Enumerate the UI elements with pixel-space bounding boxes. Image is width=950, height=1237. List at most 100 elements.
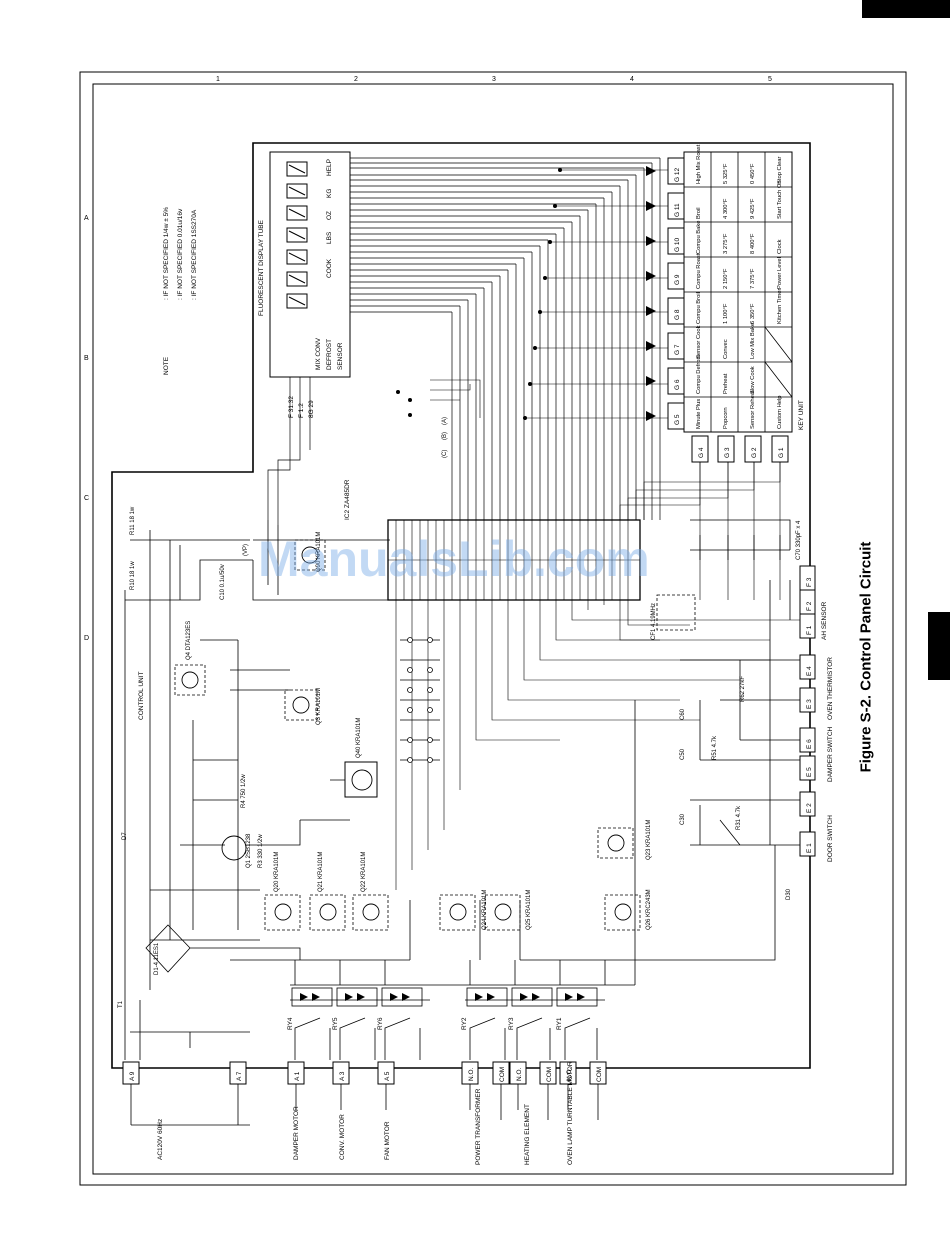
power-section — [124, 520, 440, 1060]
key-sensor-reheat: Sensor Reheat — [750, 390, 756, 429]
g1-label: G 1 — [778, 447, 785, 458]
bottom-connector-labels: A 9 A 7 A 1 A 3 A 5 N.O. COM N.O. COM N.… — [129, 1067, 603, 1082]
display-bus — [267, 157, 661, 525]
key-stop-clear: Stop Clear — [777, 157, 783, 184]
r62-label: R62 27kF — [740, 676, 746, 702]
conn-f2: F 2 — [806, 601, 813, 611]
control-unit-text: CONTROL UNIT — [138, 671, 145, 720]
c70-label: C70 330pF x 4 — [796, 520, 802, 560]
conn-a1: A 1 — [294, 1071, 301, 1081]
key-4: 4 300°F — [723, 198, 729, 219]
key-slow-cook: Slow Cook — [750, 366, 756, 394]
display-word-sensor: SENSOR — [337, 342, 344, 370]
key-unit-text: KEY UNIT — [798, 400, 805, 430]
display-pin-1: F 31.32 — [288, 396, 295, 418]
transistor-symbols — [181, 546, 632, 921]
key-popcorn: Popcorn — [723, 407, 729, 429]
ic2-text: IC2 ZA485DR — [344, 479, 351, 520]
conn-com-1: COM — [499, 1067, 506, 1082]
g11-label: G 11 — [674, 203, 681, 217]
g3-label: G 3 — [724, 447, 731, 458]
g10-label: G 10 — [674, 238, 681, 252]
conn-f3: F 3 — [806, 577, 813, 587]
r10-label: R10 18 1w — [130, 561, 136, 590]
b-label: (B) — [442, 432, 448, 440]
display-word-oz: OZ — [326, 211, 333, 220]
coord-x-4: 4 — [630, 76, 634, 83]
coord-y-d: D — [84, 635, 89, 642]
key-power-level: Power Level — [777, 257, 783, 289]
input-switches — [407, 637, 433, 763]
key-7: 7 375°F — [750, 268, 756, 289]
right-side-wiring — [520, 519, 811, 961]
coord-y-c: C — [84, 495, 89, 502]
load-conv-motor: CONV. MOTOR — [339, 1114, 346, 1160]
r3-label: R3 330 1/2w — [258, 834, 264, 868]
display-segments — [286, 161, 308, 309]
display-tube-text: FLUORESCENT DISPLAY TUBE — [258, 219, 265, 316]
g-terminal-labels: G 5 G 6 G 7 G 8 G 9 G 10 G 11 G 12 G 4 G… — [674, 168, 785, 458]
relay-ry4: RY4 — [287, 1017, 294, 1030]
q21-label: Q21 KRA101M — [318, 852, 324, 892]
coord-y-a: A — [84, 215, 89, 222]
conn-com-2: COM — [546, 1067, 553, 1082]
g8-label: G 8 — [674, 309, 681, 320]
g5-label: G 5 — [674, 414, 681, 425]
load-damper-motor: DAMPER MOTOR — [293, 1106, 300, 1160]
r51-label: R51 4.7k — [712, 735, 718, 760]
conn-e5: E 5 — [806, 767, 813, 777]
display-pin-2: F 1.2 — [298, 403, 305, 418]
key-6: 6 350°F — [750, 303, 756, 324]
key-0: 0 450°F — [750, 163, 756, 184]
key-clock: Clock — [777, 239, 783, 254]
right-terminals — [799, 565, 816, 857]
conn-a3: A 3 — [339, 1071, 346, 1081]
relay-ry3: RY3 — [508, 1017, 515, 1030]
g4-label: G 4 — [698, 447, 705, 458]
q22-label: Q22 KRA101M — [361, 852, 367, 892]
t1-label: T1 — [118, 1000, 124, 1008]
key-high-mix-roast: High Mix Roast — [696, 144, 702, 184]
display-word-defrost: DEFROST — [326, 339, 333, 370]
matrix-dots — [396, 168, 562, 420]
key-return-bus — [699, 462, 781, 600]
q40-label: Q40 KRA101M — [356, 718, 362, 758]
coordinate-labels: 1 2 3 4 5 A B C D — [84, 76, 772, 642]
key-grid-lines — [684, 152, 793, 432]
key-compu-broil: Compu Broil — [696, 292, 702, 324]
key-broil: Broil — [696, 207, 702, 219]
q23-label: Q23 KRA101M — [646, 820, 652, 860]
component-labels: R10 18 1w R11 18 1w C10 0.1u/50v R4 750 … — [118, 417, 802, 1008]
key-preheat: Preheat — [723, 373, 729, 394]
conn-com-3: COM — [596, 1067, 603, 1082]
key-kitchen-timer: Kitchen Timer — [777, 288, 783, 324]
display-word-help: HELP — [326, 159, 333, 176]
q40-box — [344, 761, 378, 798]
relay-ry5: RY5 — [332, 1017, 339, 1030]
key-8: 8 400°F — [750, 233, 756, 254]
label-door-switch: DOOR SWITCH — [827, 815, 834, 862]
g12-label: G 12 — [674, 168, 681, 182]
q4-label: Q4 DTA123ES — [186, 621, 192, 660]
conn-e1: E 1 — [806, 843, 813, 853]
a-label: (A) — [442, 417, 448, 425]
relay-ry6: RY6 — [377, 1017, 384, 1030]
q3-label: Q3 KRA101M — [316, 688, 322, 725]
conn-no-2: N.O. — [516, 1067, 523, 1081]
conn-e6: E 6 — [806, 739, 813, 749]
q26-label: Q26 KRC243M — [646, 889, 652, 930]
watermark: ManualsLib.com — [258, 531, 650, 587]
conn-no-3: N.O. — [566, 1067, 573, 1081]
g9-label: G 9 — [674, 274, 681, 285]
relay-labels: RY4 RY5 RY6 RY2 RY3 RY1 — [287, 1017, 563, 1030]
label-damper-switch: DAMPER SWITCH — [827, 726, 834, 782]
display-word-mixconv: MIX CONV — [315, 337, 322, 370]
key-1: 1 100°F — [723, 303, 729, 324]
g-terminal-boxes — [667, 157, 789, 463]
r4-label: R4 750 1/2w — [241, 774, 247, 808]
vp-label: (VP) — [243, 544, 249, 556]
key-compu-defrost: Compu Defrost — [696, 355, 702, 394]
coord-x-1: 1 — [216, 76, 220, 83]
key-compu-bake: Compu Bake — [696, 220, 702, 254]
